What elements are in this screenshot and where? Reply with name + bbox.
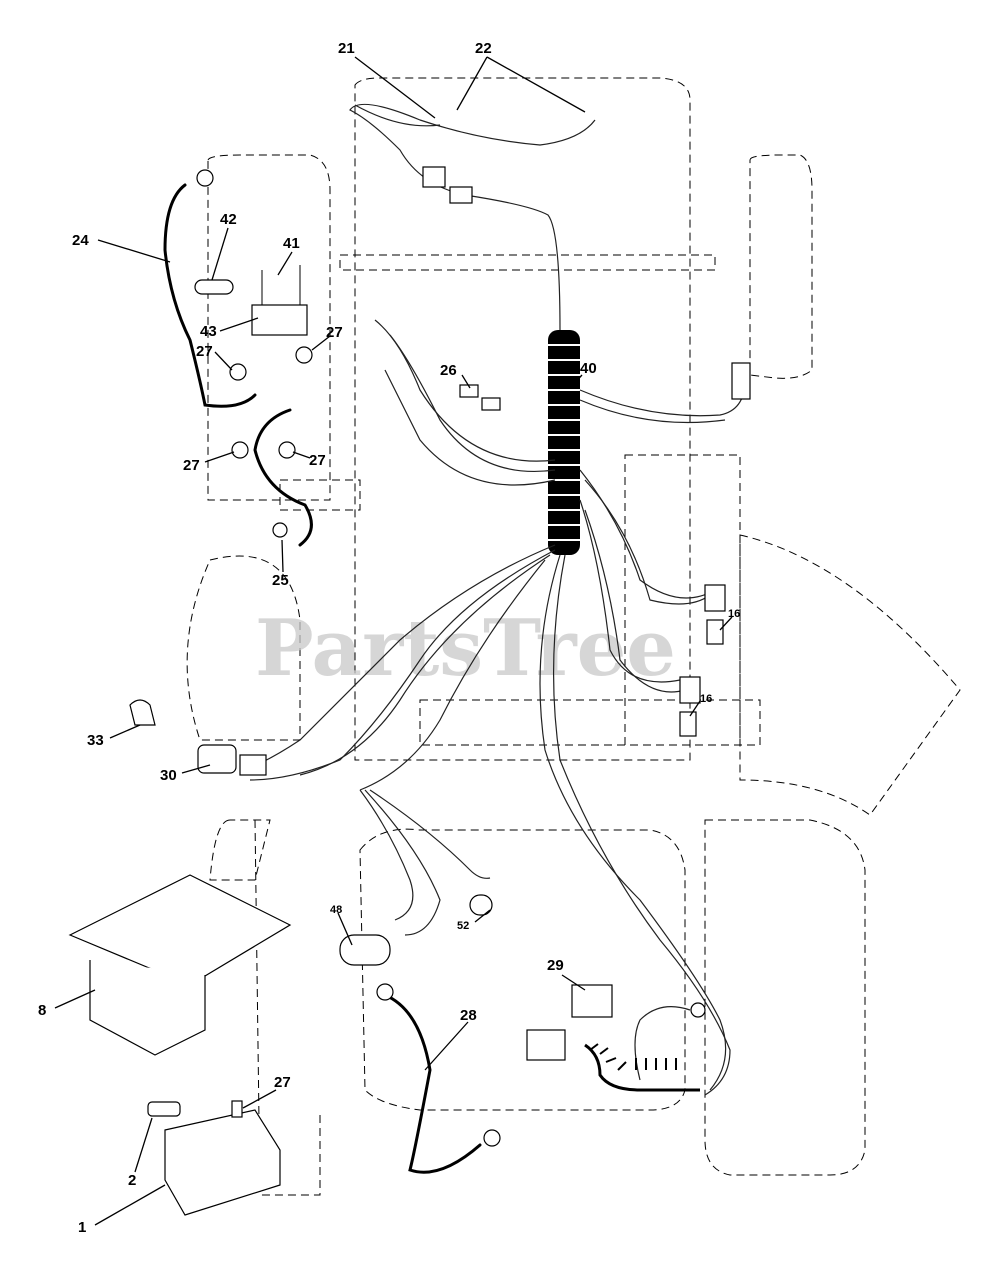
callouts: 21 22 24 42 41 43 27 27 26 40 27 27 25 1… — [38, 40, 740, 1236]
connector-icon — [679, 711, 697, 737]
callout-22: 22 — [475, 40, 492, 57]
nut-icon — [231, 441, 249, 459]
callout-27: 27 — [309, 452, 326, 469]
callout-42: 42 — [220, 211, 237, 228]
callout-16: 16 — [700, 693, 712, 705]
parts — [68, 166, 751, 1216]
headlight-bulb-icon — [339, 934, 391, 966]
callout-28: 28 — [460, 1007, 477, 1024]
connector-icon — [449, 186, 473, 204]
connector-icon — [704, 584, 726, 612]
connector-icon — [731, 362, 751, 400]
harness-loom — [548, 330, 580, 555]
ignition-switch-icon — [197, 744, 237, 774]
tractor-outline — [186, 77, 961, 1196]
ring-terminal-icon — [272, 522, 288, 538]
ring-terminal-icon — [483, 1129, 501, 1147]
nut-icon — [278, 441, 296, 459]
ring-terminal-icon — [690, 1002, 706, 1018]
bulb-socket-icon — [469, 894, 493, 916]
clip-icon — [129, 699, 156, 726]
callout-16: 16 — [728, 608, 740, 620]
harness-wires — [244, 103, 746, 1096]
solenoid-icon — [251, 304, 308, 336]
callout-1: 1 — [78, 1219, 86, 1236]
callout-48: 48 — [330, 904, 342, 916]
ring-terminal-icon — [196, 169, 214, 187]
nut-icon — [231, 1100, 243, 1118]
callout-26: 26 — [440, 362, 457, 379]
callout-27: 27 — [183, 457, 200, 474]
callout-24: 24 — [72, 232, 89, 249]
connector-icon — [679, 676, 701, 704]
callout-30: 30 — [160, 767, 177, 784]
callout-27: 27 — [196, 343, 213, 360]
callout-27: 27 — [274, 1074, 291, 1091]
callout-43: 43 — [200, 323, 217, 340]
boot-cover-icon — [194, 279, 234, 295]
callout-21: 21 — [338, 40, 355, 57]
callout-27: 27 — [326, 324, 343, 341]
callout-25: 25 — [272, 572, 289, 589]
callout-33: 33 — [87, 732, 104, 749]
nut-icon — [229, 363, 247, 381]
leader-lines — [54, 56, 733, 1226]
ring-terminal-icon — [376, 983, 394, 1001]
seat-switch-icon — [571, 984, 613, 1018]
fuse-icon — [459, 384, 479, 398]
coiled-cord — [584, 1043, 700, 1092]
callout-52: 52 — [457, 920, 469, 932]
connector-icon — [422, 166, 446, 188]
callout-41: 41 — [283, 235, 300, 252]
watermark: PartsTree — [255, 603, 676, 694]
callout-40: 40 — [580, 360, 597, 377]
fuse-holder-icon — [481, 397, 501, 411]
switch-plug-icon — [239, 754, 267, 776]
plug-icon — [526, 1029, 566, 1061]
callout-8: 8 — [38, 1002, 46, 1019]
callout-29: 29 — [547, 957, 564, 974]
bolt-icon — [147, 1101, 181, 1117]
connector-icon — [706, 619, 724, 645]
callout-2: 2 — [128, 1172, 136, 1189]
battery-cables — [163, 183, 482, 1174]
nut-icon — [295, 346, 313, 364]
battery-icon — [164, 1109, 281, 1216]
